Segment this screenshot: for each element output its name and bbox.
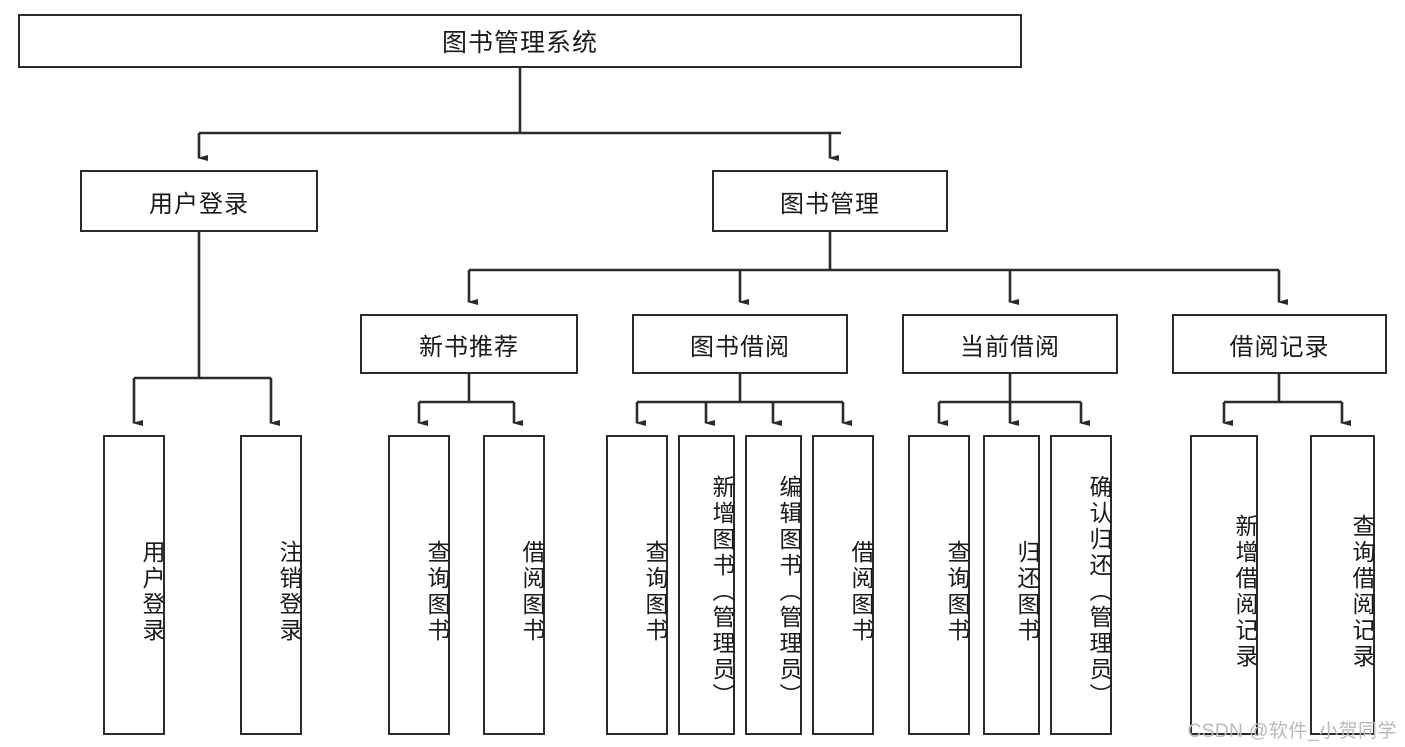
node-label: 图书管理系统 — [441, 29, 598, 57]
node-label: 新增图书（管理员） — [709, 475, 735, 709]
leaf-add-book-admin[interactable]: 新增图书（管理员） — [678, 435, 735, 735]
leaf-logout[interactable]: 注销登录 — [240, 435, 302, 735]
node-label: 确认归还（管理员） — [1086, 475, 1112, 709]
node-label: 查询图书 — [944, 540, 970, 644]
node-label: 归还图书 — [1014, 540, 1040, 644]
leaf-confirm-return-admin[interactable]: 确认归还（管理员） — [1050, 435, 1112, 735]
node-label: 编辑图书（管理员） — [776, 475, 802, 709]
node-label: 图书借阅 — [690, 333, 790, 361]
leaf-add-borrow-record[interactable]: 新增借阅记录 — [1190, 435, 1258, 735]
csdn-watermark: CSDN @软件_小贺同学 — [1187, 721, 1397, 742]
leaf-borrow-book-recommend[interactable]: 借阅图书 — [483, 435, 545, 735]
node-label: 图书管理 — [780, 190, 880, 218]
leaf-user-login[interactable]: 用户登录 — [103, 435, 165, 735]
node-root-book-management-system[interactable]: 图书管理系统 — [18, 14, 1022, 68]
leaf-borrow-book[interactable]: 借阅图书 — [812, 435, 874, 735]
node-current-borrow[interactable]: 当前借阅 — [902, 314, 1118, 374]
leaf-query-book-recommend[interactable]: 查询图书 — [388, 435, 450, 735]
node-borrow-record[interactable]: 借阅记录 — [1172, 314, 1387, 374]
node-label: 借阅图书 — [519, 540, 545, 644]
node-label: 用户登录 — [149, 190, 249, 218]
node-label: 当前借阅 — [960, 333, 1060, 361]
leaf-query-book-borrow[interactable]: 查询图书 — [606, 435, 668, 735]
node-label: 借阅记录 — [1229, 333, 1330, 361]
node-label: 查询图书 — [642, 540, 668, 644]
leaf-query-book-current[interactable]: 查询图书 — [908, 435, 970, 735]
leaf-query-borrow-record[interactable]: 查询借阅记录 — [1310, 435, 1375, 735]
node-label: 注销登录 — [276, 540, 302, 644]
node-label: 查询借阅记录 — [1349, 514, 1375, 670]
leaf-return-book[interactable]: 归还图书 — [983, 435, 1040, 735]
node-user-login[interactable]: 用户登录 — [80, 170, 318, 232]
node-label: 新增借阅记录 — [1232, 514, 1258, 670]
node-book-management[interactable]: 图书管理 — [712, 170, 948, 232]
leaf-edit-book-admin[interactable]: 编辑图书（管理员） — [745, 435, 802, 735]
node-book-borrow[interactable]: 图书借阅 — [632, 314, 848, 374]
node-label: 新书推荐 — [419, 333, 519, 361]
node-new-book-recommend[interactable]: 新书推荐 — [360, 314, 578, 374]
node-label: 用户登录 — [139, 540, 165, 644]
node-label: 查询图书 — [424, 540, 450, 644]
node-label: 借阅图书 — [848, 540, 874, 644]
